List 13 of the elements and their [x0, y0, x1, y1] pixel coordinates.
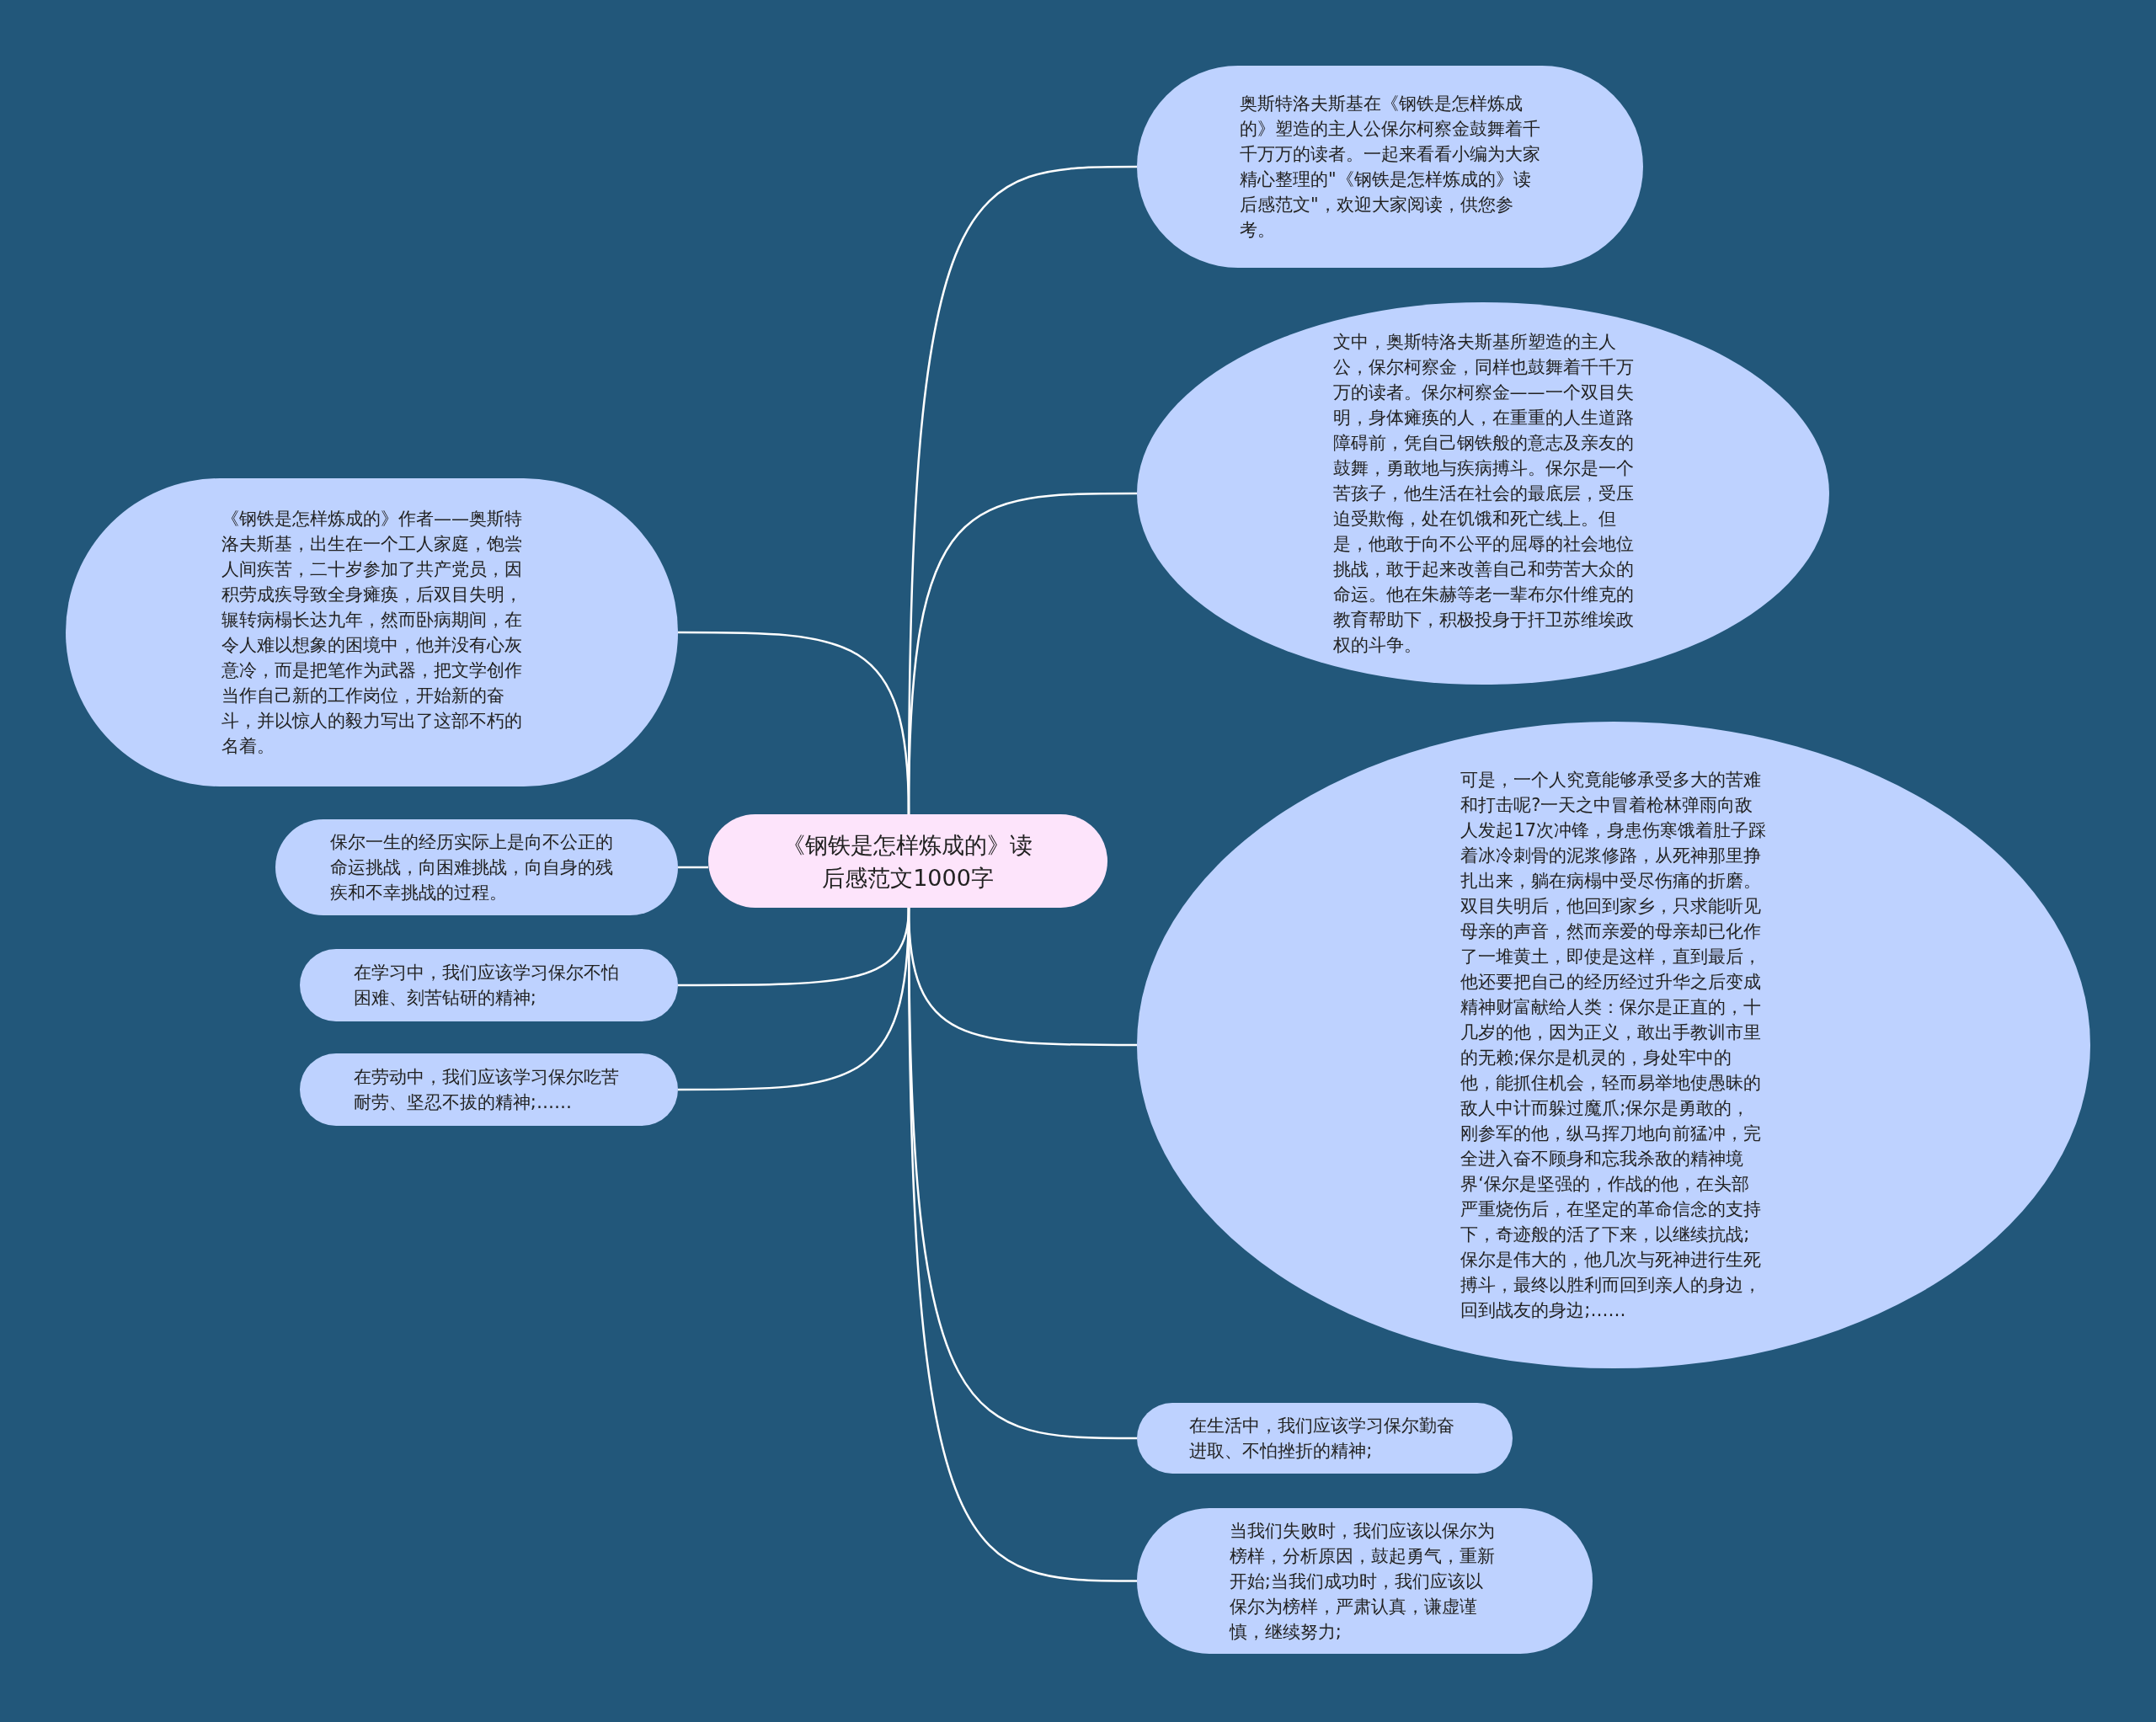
topic-ellipse: 可是，一个人究竟能够承受多大的苦难和打击呢?一天之中冒着枪林弹雨向敌人发起17次冲锋，身患伤寒饿着肚子踩着冰冷刺骨的泥浆修路，从死神那里挣扎出来，躺在病榻中受尽伤痛的折磨。双目失明后，他回到家乡，只求能听见母亲的声音，然而亲爱的母亲却已化作了一堆黄土，即使是这样，直到最后，他还要把自己的经历经过升华之后变成精神财富献给人类：保尔是正直的，十几岁的他，因为正义，敢出手教训市里的无赖;保尔是机灵的，身处牢中的他，能抓住机会，轻而易举地使愚昧的敌人中计而躲过魔爪;保尔是勇敢的，刚参军的他，纵马挥刀地向前猛冲，完全进入奋不顾身和忘我杀敌的精神境界‘保尔是坚强的，作战的他，在头部严重烧伤后，在坚定的革命信念的支持下，奇迹般的活了下来，以继续抗战;保尔是伟大的，他几次与死神进行生死搏斗，最终以胜利而回到亲人的身边，回到战友的身边;……	[1137, 722, 2090, 1368]
topic-bubble: 在生活中，我们应该学习保尔勤奋进取、不怕挫折的精神;	[1137, 1403, 1513, 1474]
topic-bubble: 在学习中，我们应该学习保尔不怕困难、刻苦钻研的精神;	[300, 949, 678, 1021]
topic-ellipse: 文中，奥斯特洛夫斯基所塑造的主人公，保尔柯察金，同样也鼓舞着千千万万的读者。保尔柯察金——一个双目失明，身体瘫痪的人，在重重的人生道路障碍前，凭自己钢铁般的意志及亲友的鼓舞，勇敢地与疾病搏斗。保尔是一个苦孩子，他生活在社会的最底层，受压迫受欺侮，处在饥饿和死亡线上。但是，他敢于向不公平的屈辱的社会地位挑战，敢于起来改善自己和劳苦大众的命运。他在朱赫等老一辈布尔什维克的教育帮助下，积极投身于扞卫苏维埃政权的斗争。	[1137, 302, 1829, 685]
topic-bubble: 在劳动中，我们应该学习保尔吃苦耐劳、坚忍不拔的精神;……	[300, 1053, 678, 1126]
topic-bubble: 《钢铁是怎样炼成的》作者——奥斯特洛夫斯基，出生在一个工人家庭，饱尝人间疾苦，二十岁参加了共产党员，因积劳成疾导致全身瘫痪，后双目失明，辗转病榻长达九年，然而卧病期间，在令人难以想象的困境中，他并没有心灰意冷，而是把笔作为武器，把文学创作当作自己新的工作岗位，开始新的奋斗，并以惊人的毅力写出了这部不朽的名着。	[66, 478, 678, 786]
topic-bubble: 奥斯特洛夫斯基在《钢铁是怎样炼成的》塑造的主人公保尔柯察金鼓舞着千千万万的读者。一起来看看小编为大家精心整理的"《钢铁是怎样炼成的》读后感范文"，欢迎大家阅读，供您参考。	[1137, 66, 1643, 268]
connector-line	[678, 866, 708, 869]
connector-line	[678, 631, 910, 815]
connector-line	[678, 907, 910, 1091]
topic-bubble: 当我们失败时，我们应该以保尔为榜样，分析原因，鼓起勇气，重新开始;当我们成功时，我们应该以保尔为榜样，严肃认真，谦虚谨慎，继续努力;	[1137, 1508, 1593, 1654]
central-topic: 《钢铁是怎样炼成的》读后感范文1000字	[708, 814, 1107, 908]
topic-bubble: 保尔一生的经历实际上是向不公正的命运挑战，向困难挑战，向自身的残疾和不幸挑战的过程。	[275, 819, 678, 915]
